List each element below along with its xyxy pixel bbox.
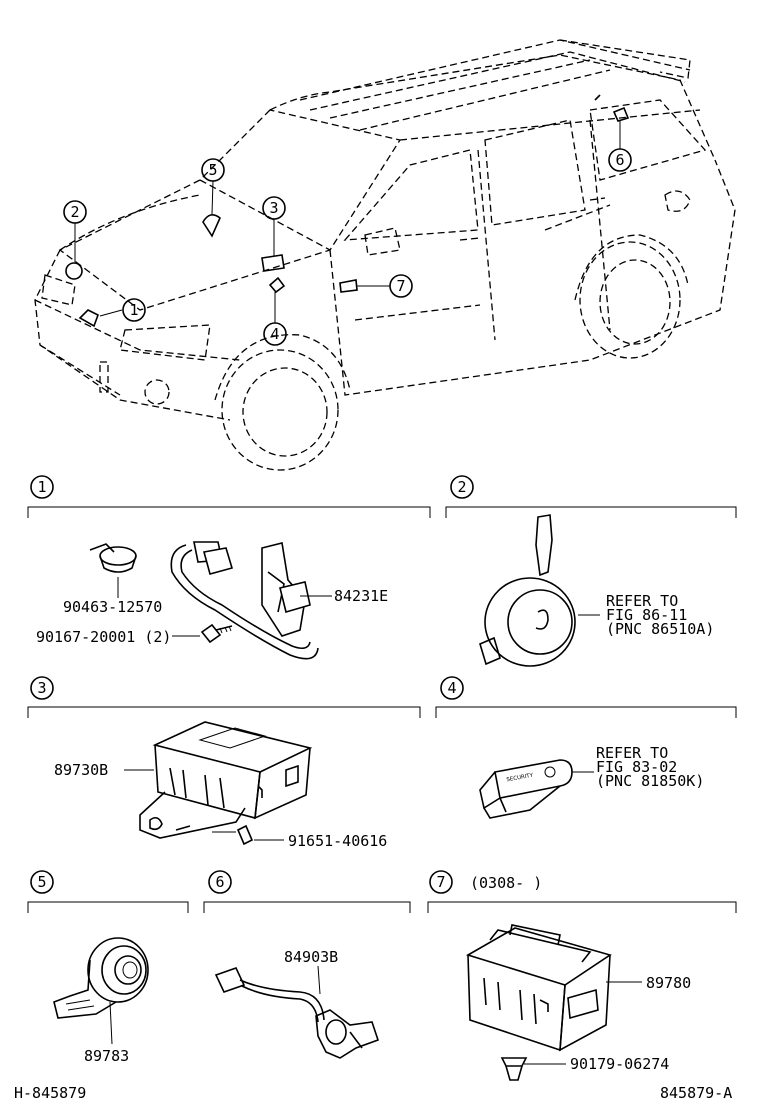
section-number: 3 [37,679,46,697]
refer-line-1: REFER TO [596,744,668,762]
section-5: 5 89783 [27,870,189,1065]
part-marker-3 [261,254,285,272]
section-number: 1 [37,478,46,496]
vehicle-illustration [34,39,736,471]
section-bracket [27,901,189,913]
module-drawing [466,924,642,1052]
part-marker-1 [78,309,99,328]
refer-line-2: FIG 86-11 [606,606,687,624]
section-bracket [435,706,737,718]
section-7: 7 (0308- ) 89780 90179-06274 [427,870,737,1081]
vehicle-callouts: 1 2 3 4 5 6 7 [63,120,632,346]
wire-drawing [214,965,380,1059]
callout-circle [608,148,632,172]
figure-code-left: H-845879 [14,1084,86,1102]
part-number-harness: 84231E [334,587,388,605]
part-number-bolt: 91651-40616 [288,832,387,850]
part-marker-2 [65,262,83,280]
section-1: 1 90463-12570 90167-20001 (2) [27,475,431,660]
callout-number: 6 [615,151,624,169]
callout-number: 7 [396,277,405,295]
section-number: 7 [436,873,445,891]
part-marker-5 [202,214,221,238]
refer-line-3: (PNC 86510A) [606,620,714,638]
part-number-clip: 90179-06274 [570,1055,669,1073]
part-marker-6 [612,106,630,122]
section-bracket [445,506,737,518]
section-number: 6 [215,873,224,891]
callout-number: 1 [129,301,138,319]
callout-number: 5 [208,161,217,179]
refer-line-1: REFER TO [606,592,678,610]
horn-drawing [479,514,600,667]
part-number-module: 89780 [646,974,691,992]
callout-circle [263,322,287,346]
section-6: 6 84903B [203,870,411,1059]
part-number-ecu: 89730B [54,761,108,779]
ecu-drawing [124,721,313,846]
date-range: (0308- ) [470,874,542,892]
clip-drawing [500,1057,566,1081]
clamp-drawing [89,543,137,598]
section-number: 5 [37,873,46,891]
callout-circle [262,196,286,220]
section-3: 3 89730B 91651-40616 [27,676,421,850]
section-2: 2 REFER TO FIG 86-11 (PNC 86510A) [445,475,737,667]
part-number-sensor: 89783 [84,1047,129,1065]
callout-number: 3 [269,199,278,217]
screw-drawing [172,623,233,644]
part-number-screw: 90167-20001 (2) [36,628,171,646]
section-number: 2 [457,478,466,496]
figure-code-right: 845879-A [660,1084,732,1102]
part-number-wire: 84903B [284,948,338,966]
sensor-drawing [53,937,149,1045]
indicator-label: SECURITY [506,773,534,784]
section-bracket [27,706,421,718]
indicator-drawing: SECURITY [479,759,594,819]
section-bracket [427,901,737,913]
section-number: 4 [447,679,456,697]
harness-drawing [170,541,332,660]
part-number-clamp: 90463-12570 [63,598,162,616]
callout-circle [201,158,225,182]
section-4: 4 SECURITY REFER TO FIG 83-02 (PNC 81850… [435,676,737,819]
refer-line-2: FIG 83-02 [596,758,677,776]
callout-number: 4 [270,325,279,343]
callout-circle [389,274,413,298]
part-marker-7 [339,279,358,293]
callout-circle [122,298,146,322]
section-bracket [27,506,431,518]
callout-number: 2 [70,203,79,221]
callout-circle [63,200,87,224]
refer-line-3: (PNC 81850K) [596,772,704,790]
section-bracket [203,901,411,913]
part-marker-4 [268,276,286,294]
